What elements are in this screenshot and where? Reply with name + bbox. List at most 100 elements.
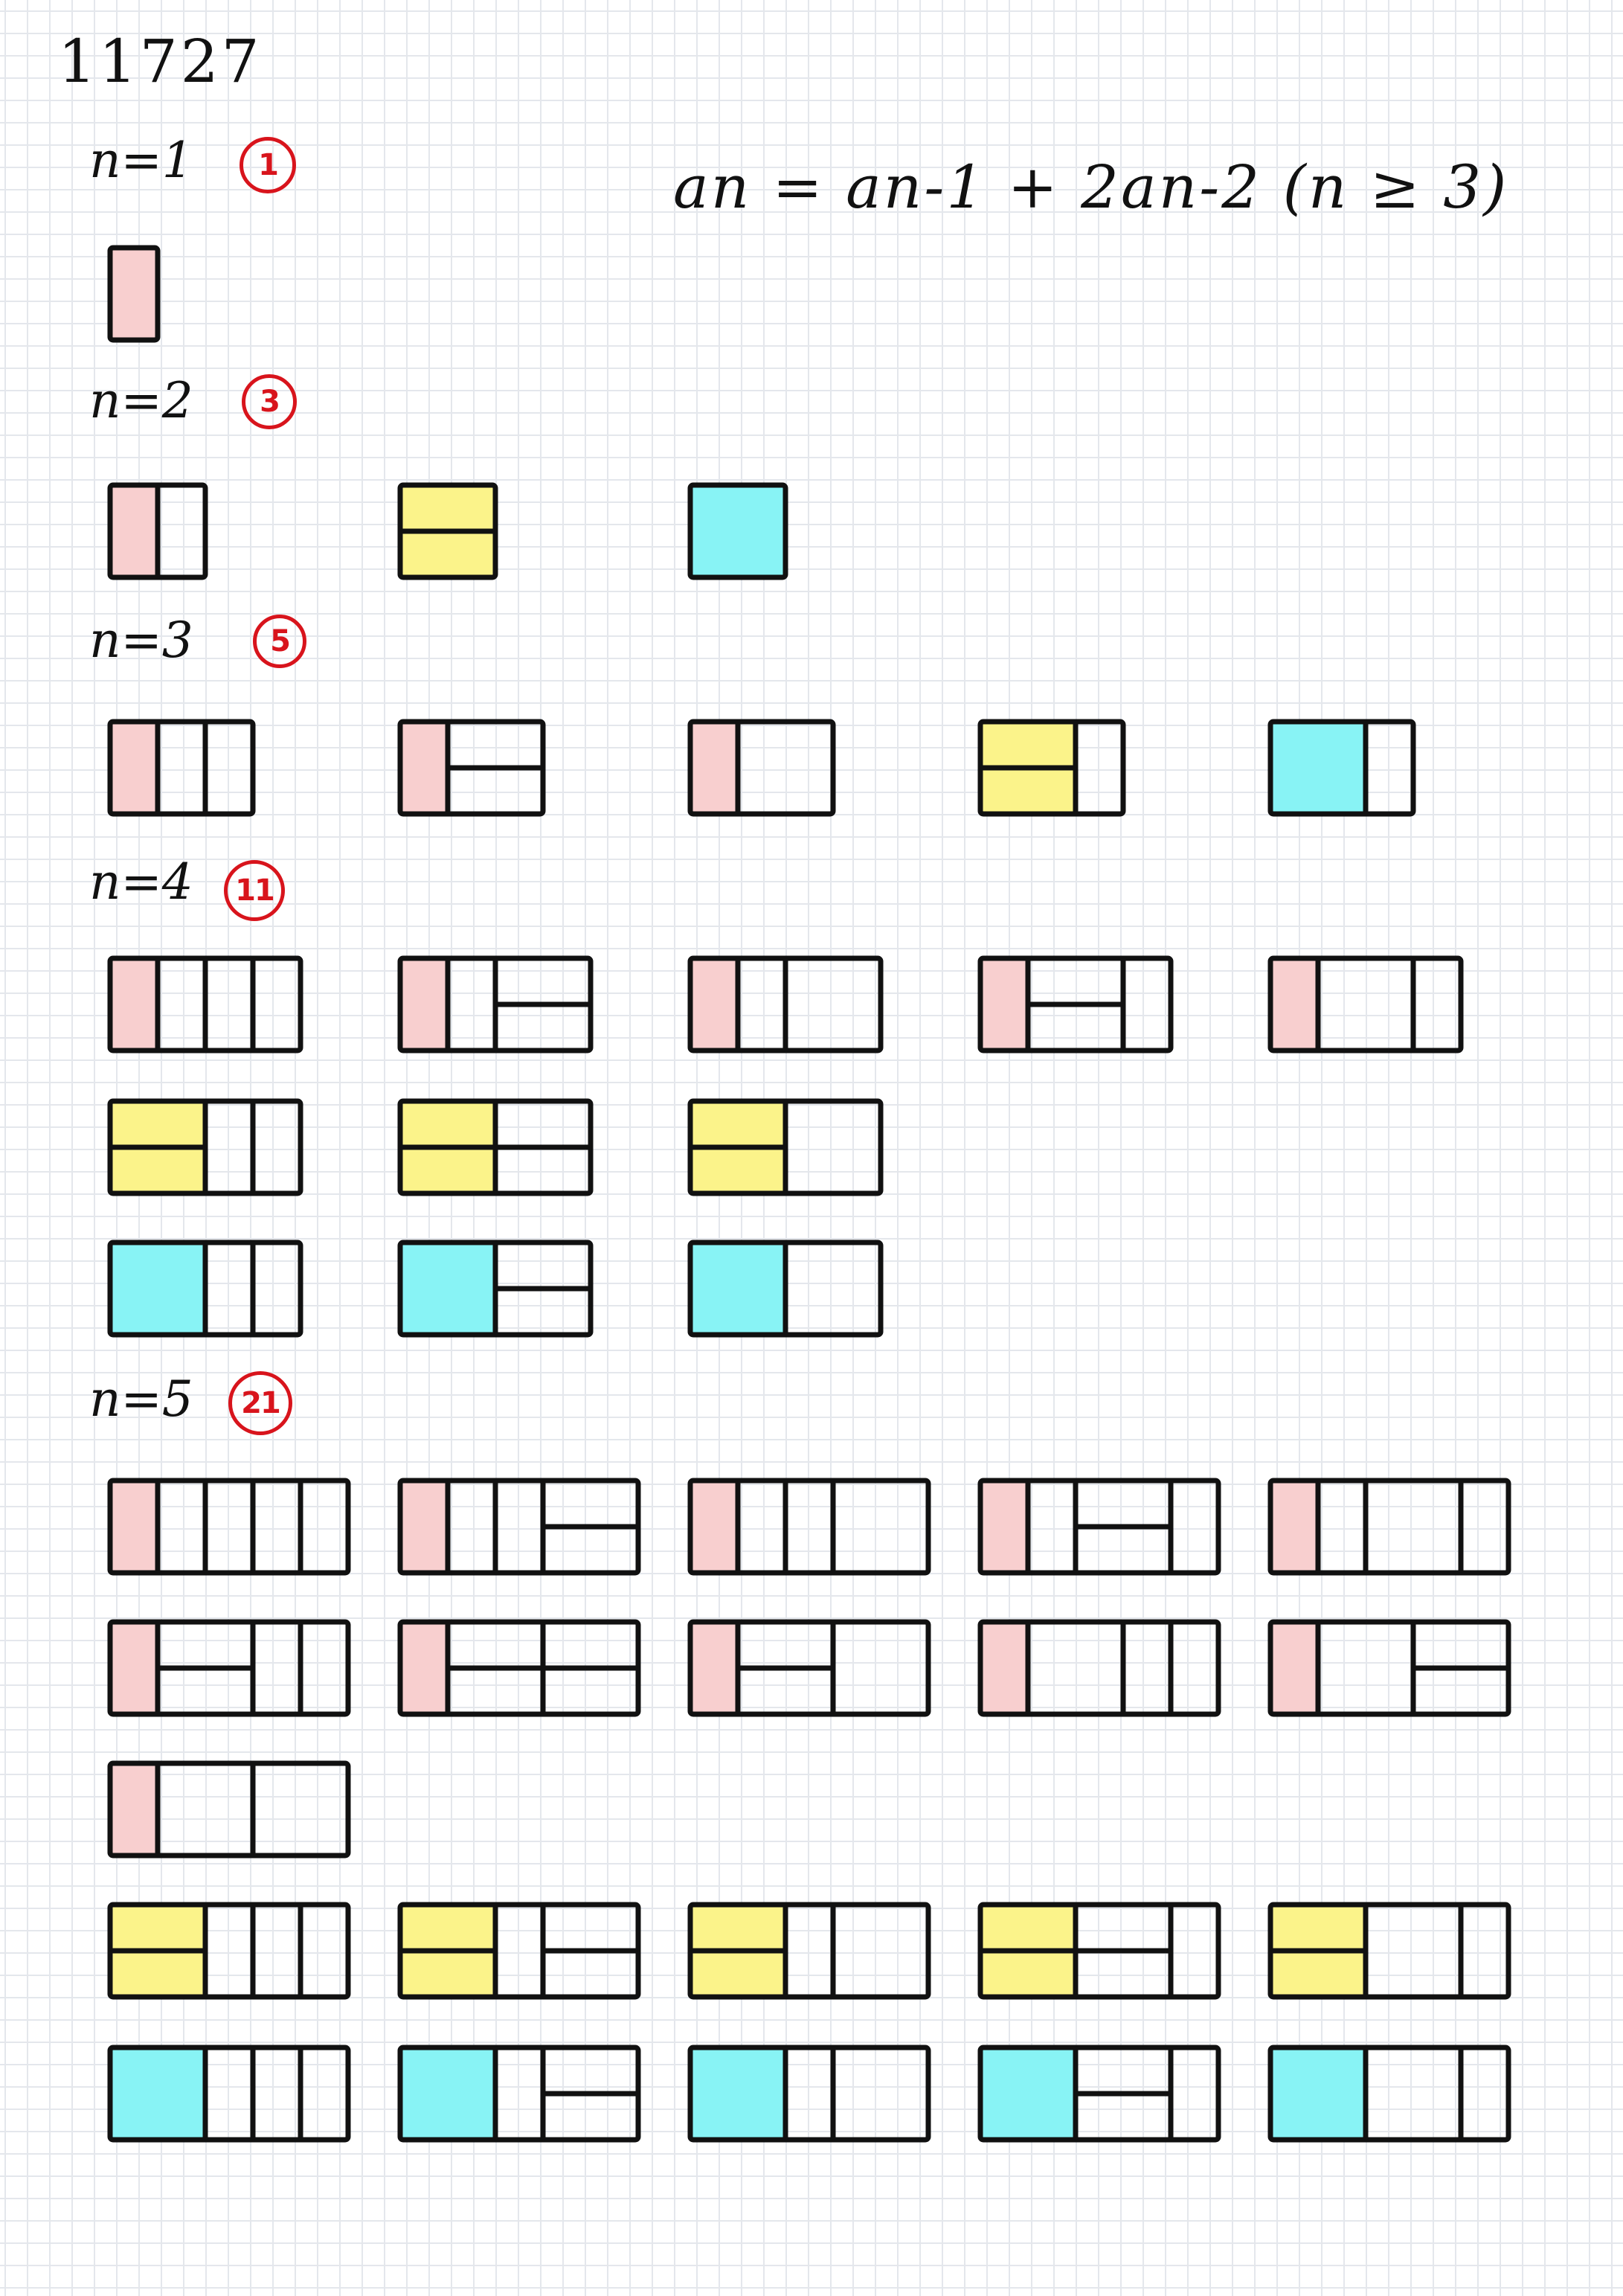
tiling-outline [107, 1619, 351, 1717]
tiling-n=5-21 [1267, 2045, 1511, 2143]
tiling-n=4-5 [1267, 955, 1464, 1054]
case-label: n=5 [89, 1370, 193, 1428]
tiling-outline [107, 245, 161, 343]
pink-cell [690, 1481, 738, 1573]
tiling-n=4-7 [397, 1098, 594, 1196]
tiling-n=3-3 [687, 719, 836, 817]
tiling-n=5-20 [977, 2045, 1221, 2143]
tiling-outline [977, 955, 1174, 1054]
tiling-outline [687, 719, 836, 817]
cyan-square [400, 1242, 495, 1335]
tiling-outline [397, 1902, 641, 2000]
pink-cell [980, 1622, 1028, 1714]
tiling-outline [107, 719, 256, 817]
tiling-n=5-5 [1267, 1478, 1511, 1576]
tiling-outline [687, 1619, 931, 1717]
tiling-outline [687, 955, 884, 1054]
page-id: 11727 [58, 27, 263, 96]
tiling-n=3-4 [977, 719, 1126, 817]
pink-cell [110, 248, 158, 340]
tiling-count-badge: 1 [240, 137, 296, 193]
tiling-outline [1267, 955, 1464, 1054]
tiling-n=2-1 [107, 482, 208, 580]
pink-cell [110, 1481, 158, 1573]
tiling-count-badge: 5 [253, 615, 306, 668]
tiling-n=5-12 [107, 1902, 351, 2000]
tiling-n=5-15 [977, 1902, 1221, 2000]
tiling-count-badge: 21 [228, 1371, 292, 1435]
tiling-outline [397, 2045, 641, 2143]
tiling-outline [397, 1098, 594, 1196]
tiling-n=3-5 [1267, 719, 1416, 817]
pink-cell [110, 958, 158, 1051]
tiling-n=5-11 [107, 1760, 351, 1859]
tiling-n=5-3 [687, 1478, 931, 1576]
pink-cell [690, 958, 738, 1051]
tiling-outline [1267, 719, 1416, 817]
tiling-outline [107, 1098, 303, 1196]
tiling-n=1-1 [107, 245, 161, 343]
pink-cell [400, 1622, 448, 1714]
tiling-n=3-1 [107, 719, 256, 817]
cyan-square [690, 1242, 785, 1335]
case-label: n=1 [89, 132, 193, 189]
tiling-outline [397, 1240, 594, 1338]
tiling-outline [687, 1902, 931, 2000]
tiling-n=5-19 [687, 2045, 931, 2143]
tiling-outline [107, 1760, 351, 1859]
pink-cell [690, 1622, 738, 1714]
tiling-outline [397, 482, 498, 580]
tiling-n=5-2 [397, 1478, 641, 1576]
cyan-square [690, 2048, 785, 2140]
tiling-n=4-10 [397, 1240, 594, 1338]
pink-cell [1270, 958, 1318, 1051]
tiling-outline [977, 2045, 1221, 2143]
tiling-n=5-1 [107, 1478, 351, 1576]
pink-cell [400, 1481, 448, 1573]
tiling-n=5-16 [1267, 1902, 1511, 2000]
tiling-outline [687, 482, 788, 580]
tiling-outline [1267, 2045, 1511, 2143]
tiling-outline [1267, 1478, 1511, 1576]
tiling-n=5-10 [1267, 1619, 1511, 1717]
tiling-outline [107, 955, 303, 1054]
tiling-n=5-6 [107, 1619, 351, 1717]
tiling-n=5-9 [977, 1619, 1221, 1717]
tiling-outline [397, 1619, 641, 1717]
tiling-outline [397, 1478, 641, 1576]
tiling-outline [1267, 1902, 1511, 2000]
tiling-n=4-6 [107, 1098, 303, 1196]
pink-cell [980, 1481, 1028, 1573]
tiling-n=2-3 [687, 482, 788, 580]
cyan-square [110, 2048, 205, 2140]
tiling-n=4-8 [687, 1098, 884, 1196]
pink-cell [110, 1763, 158, 1856]
cyan-square [400, 2048, 495, 2140]
pink-cell [1270, 1622, 1318, 1714]
tiling-n=4-2 [397, 955, 594, 1054]
tiling-n=5-14 [687, 1902, 931, 2000]
recurrence-formula: an = an-1 + 2an-2 (n ≥ 3) [673, 153, 1509, 222]
tiling-outline [687, 1240, 884, 1338]
tiling-n=4-3 [687, 955, 884, 1054]
tiling-n=4-11 [687, 1240, 884, 1338]
case-label: n=4 [89, 853, 193, 911]
cyan-square [1270, 2048, 1366, 2140]
tiling-n=5-13 [397, 1902, 641, 2000]
tiling-outline [687, 2045, 931, 2143]
case-label: n=2 [89, 372, 193, 429]
pink-cell [110, 722, 158, 814]
case-label: n=3 [89, 612, 193, 669]
tiling-outline [397, 719, 546, 817]
tiling-outline [1267, 1619, 1511, 1717]
tiling-outline [107, 482, 208, 580]
cyan-square [110, 1242, 205, 1335]
tiling-outline [977, 719, 1126, 817]
tiling-n=4-1 [107, 955, 303, 1054]
cyan-square [1270, 722, 1366, 814]
pink-cell [980, 958, 1028, 1051]
tiling-n=5-4 [977, 1478, 1221, 1576]
pink-cell [690, 722, 738, 814]
